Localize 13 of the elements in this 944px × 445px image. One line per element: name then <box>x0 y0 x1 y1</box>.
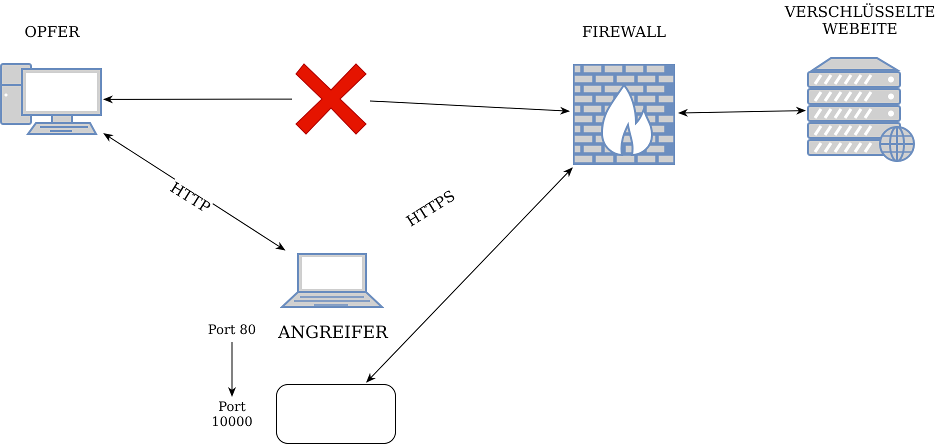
arrow <box>103 95 292 104</box>
port-label: Port 80 <box>208 322 256 338</box>
arrow <box>678 106 806 117</box>
port-label: Port 10000 <box>210 400 254 430</box>
device-label: OPFER <box>23 24 81 41</box>
device-label: VERSCHLÜSSELTE WEBEITE <box>784 4 936 38</box>
arrow <box>366 167 573 383</box>
process-box <box>276 384 396 444</box>
device-label: ANGREIFER <box>278 325 388 342</box>
arrow <box>228 342 236 397</box>
device-label: FIREWALL <box>580 24 667 41</box>
arrow <box>370 100 570 115</box>
cross-icon <box>294 62 368 136</box>
